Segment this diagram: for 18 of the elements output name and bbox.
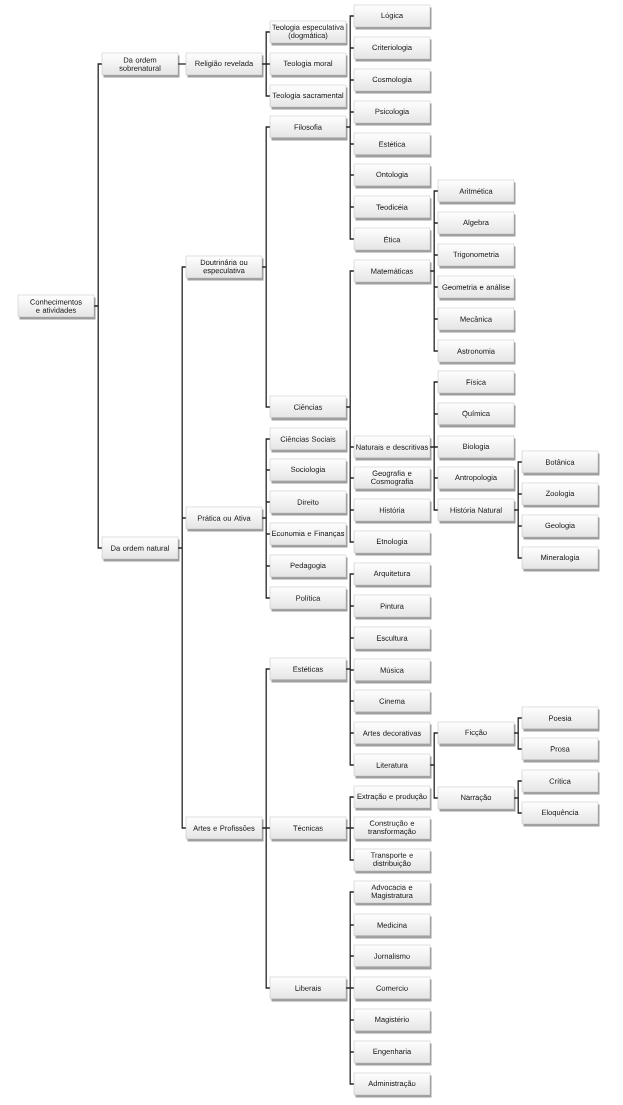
connector-line [429,732,439,799]
connector-line [345,270,355,543]
connector-line [93,63,103,549]
connector-line [261,668,271,989]
connector-line [261,126,271,408]
connector-line [429,190,439,352]
connector-line [345,891,355,1085]
connector-line [513,717,523,750]
connector-line [177,63,187,65]
connector-line [345,15,355,240]
connector-line [345,573,355,766]
connector-line [429,381,439,511]
connector-line [261,438,271,599]
connector-line [513,461,523,559]
connector-line [177,266,187,829]
connector-line [345,796,355,861]
connector-line [513,780,523,814]
connector-line [261,31,271,97]
